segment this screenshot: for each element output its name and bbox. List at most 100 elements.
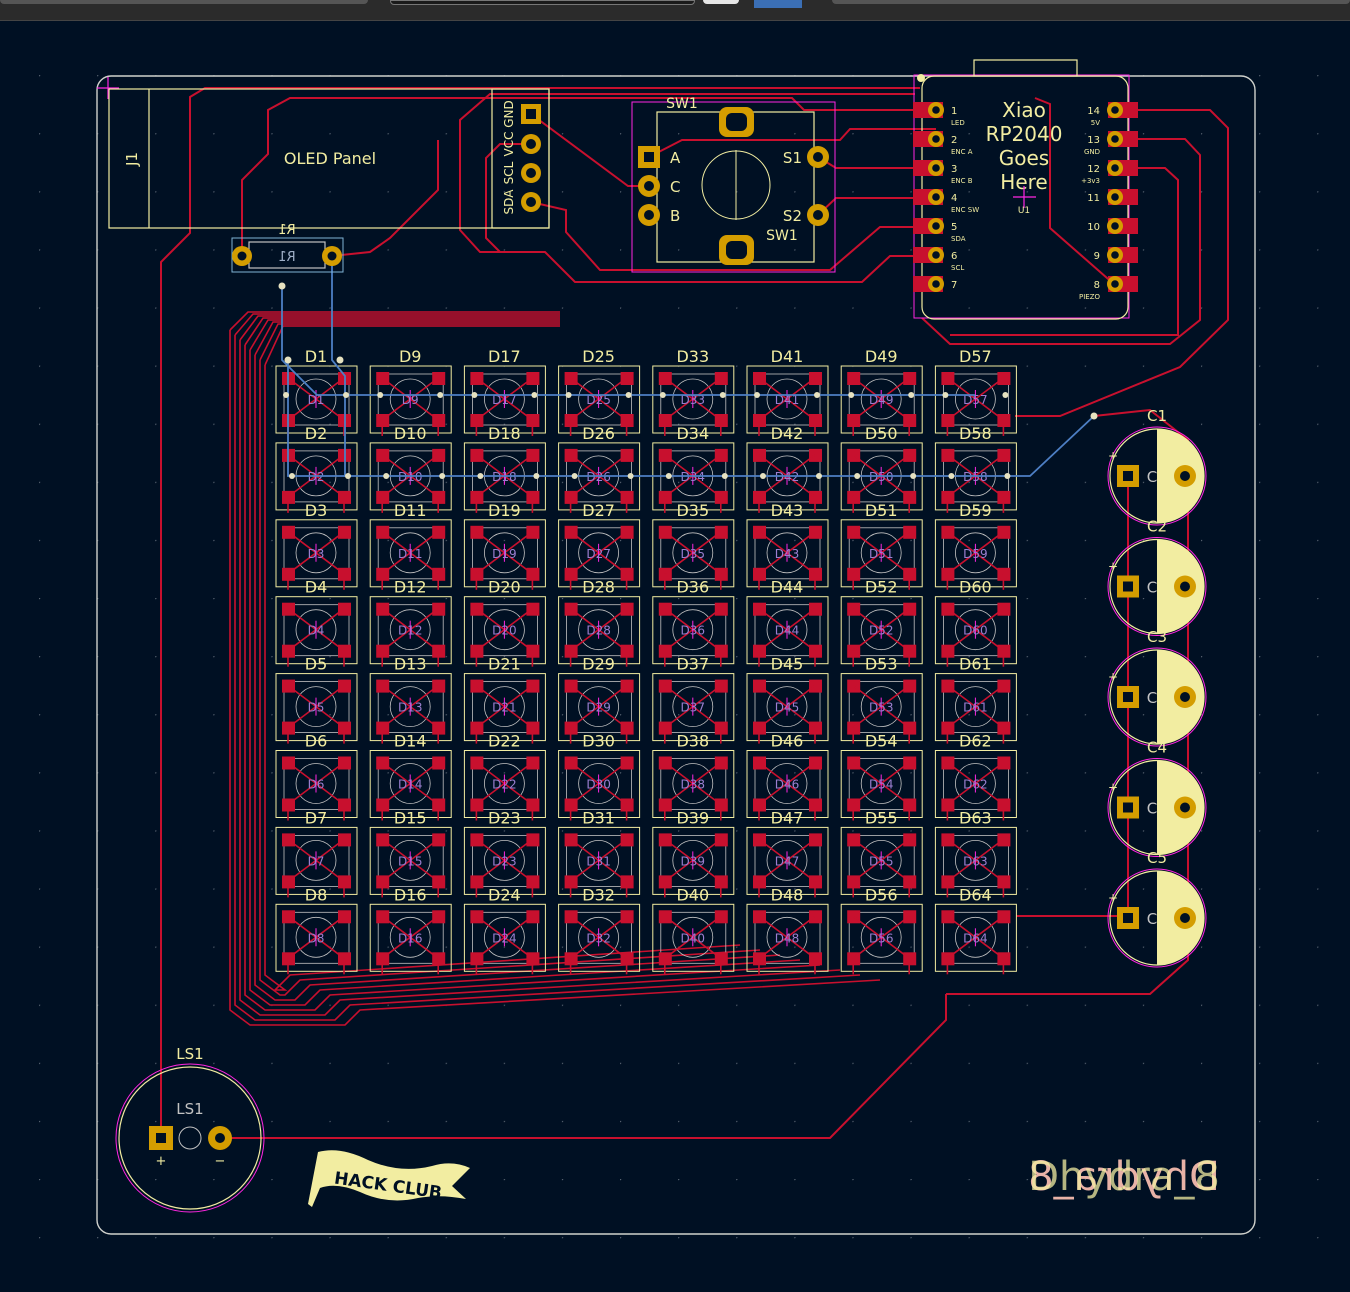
led-pad[interactable] (903, 833, 917, 847)
led-outline (746, 750, 829, 818)
led-pad[interactable] (714, 448, 728, 462)
led-ref-fab: D9 (402, 393, 419, 407)
led-pad[interactable] (997, 756, 1011, 770)
row-trace (249, 350, 801, 1006)
led-pad[interactable] (809, 833, 822, 847)
led-pad[interactable] (903, 372, 917, 385)
led-pad[interactable] (338, 756, 351, 770)
led-pad[interactable] (997, 679, 1011, 693)
encoder-pin-hole (644, 210, 654, 220)
led-pad[interactable] (432, 448, 446, 462)
led-pad[interactable] (526, 910, 540, 924)
led-outline (275, 596, 358, 665)
led-ref-fab: D37 (681, 701, 706, 715)
led-pad[interactable] (526, 679, 540, 693)
oled-pin-hole (526, 168, 536, 178)
led-pad[interactable] (714, 679, 728, 693)
led-pad[interactable] (714, 910, 728, 924)
via (625, 392, 632, 398)
led-pad[interactable] (903, 602, 917, 616)
led-pad[interactable] (903, 679, 917, 693)
led-pad[interactable] (714, 602, 728, 616)
led-pad[interactable] (432, 833, 446, 847)
led-pad[interactable] (620, 910, 634, 924)
led-lens (766, 686, 808, 727)
led-ref: D37 (676, 655, 709, 674)
led-pad[interactable] (432, 602, 446, 616)
led-pad[interactable] (997, 448, 1011, 462)
led-pad[interactable] (809, 679, 822, 693)
led-pad[interactable] (997, 602, 1011, 616)
led-pad[interactable] (526, 525, 540, 539)
toolbar-segment (703, 0, 739, 4)
led-pad[interactable] (432, 679, 446, 693)
led-pad[interactable] (338, 602, 351, 616)
led-pad[interactable] (432, 756, 446, 770)
led-pad[interactable] (809, 756, 822, 770)
led-pad[interactable] (997, 525, 1011, 539)
led-pad[interactable] (997, 833, 1011, 847)
led-pad[interactable] (338, 910, 351, 924)
via (377, 392, 384, 398)
led-pad[interactable] (338, 525, 351, 539)
led-pad[interactable] (809, 910, 822, 924)
cap-courtyard (1107, 537, 1207, 636)
led-pad[interactable] (620, 448, 634, 462)
led-lens (860, 686, 902, 727)
led-pad[interactable] (620, 372, 634, 385)
led-ref: D49 (865, 347, 898, 366)
led-pad[interactable] (432, 910, 446, 924)
encoder-label-s1: S1 (783, 149, 802, 167)
led-pad[interactable] (432, 525, 446, 539)
led-pad[interactable] (432, 372, 446, 385)
led-lens (672, 763, 714, 804)
led-lens (295, 609, 337, 651)
led-pad[interactable] (620, 833, 634, 847)
led-pad[interactable] (809, 525, 822, 539)
led-pad[interactable] (620, 525, 634, 539)
led-pad[interactable] (809, 372, 822, 385)
led-pad[interactable] (526, 372, 540, 385)
led-pad[interactable] (620, 679, 634, 693)
led-ref-fab: D15 (398, 854, 423, 868)
led-body (377, 681, 444, 733)
led-pad[interactable] (809, 448, 822, 462)
led-pad[interactable] (526, 448, 540, 462)
front-trace (160, 87, 920, 1138)
cap-outline (1109, 428, 1205, 524)
led-ref-fab: D3 (308, 547, 325, 561)
led-pad[interactable] (809, 602, 822, 616)
encoder-label-s2: S2 (783, 207, 802, 225)
led-pad[interactable] (903, 525, 917, 539)
led-pad[interactable] (714, 525, 728, 539)
led-pad[interactable] (714, 756, 728, 770)
led-pad[interactable] (997, 910, 1011, 924)
led-pad[interactable] (526, 602, 540, 616)
encoder-label-c: C (670, 178, 680, 196)
encoder-pin-hole (644, 152, 654, 162)
mcu-left-pin-hole (932, 106, 940, 114)
led-pad[interactable] (714, 372, 728, 385)
led-pad[interactable] (526, 756, 540, 770)
led-lens (672, 686, 714, 727)
led-pad[interactable] (620, 756, 634, 770)
led-pad[interactable] (903, 756, 917, 770)
mcu-left-pin-num: 3 (951, 164, 957, 175)
led-ref: D16 (394, 885, 427, 904)
led-body (377, 835, 444, 887)
led-pad[interactable] (997, 372, 1011, 385)
led-pad[interactable] (620, 602, 634, 616)
back-copper-bus (278, 256, 1098, 479)
led-pad[interactable] (714, 833, 728, 847)
led-pad[interactable] (338, 833, 351, 847)
encoder-ref: SW1 (666, 96, 698, 112)
led-ref: D15 (394, 808, 427, 827)
led-pad[interactable] (338, 679, 351, 693)
led-ref: D24 (488, 885, 521, 904)
led-pad[interactable] (526, 833, 540, 847)
speaker-ref-fab: LS1 (176, 1100, 203, 1118)
led-pad[interactable] (903, 448, 917, 462)
led-pad[interactable] (903, 910, 917, 924)
speaker-outline (118, 1066, 262, 1210)
